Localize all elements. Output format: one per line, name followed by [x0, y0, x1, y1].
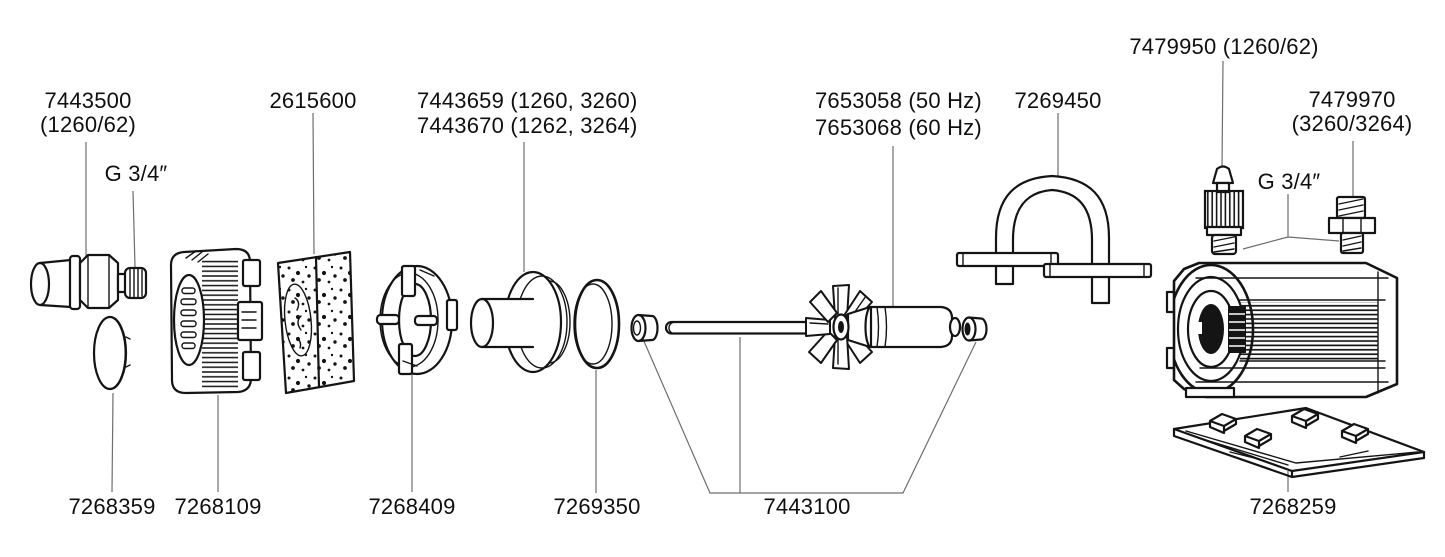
- leader-shaft-set: [642, 337, 977, 494]
- label-pump-chamber-2: 7443670 (1262, 3264): [417, 113, 638, 138]
- leader-lines: [85, 60, 1354, 494]
- labels: 7443500 (1260/62) G 3/4″ 2615600 7443659…: [40, 34, 1412, 519]
- label-hose-connector-variant: (1260/62): [40, 112, 136, 137]
- base-plate-clip: [1340, 422, 1370, 445]
- part-adapter-top: [1203, 165, 1245, 256]
- label-clamp: 7269450: [1014, 88, 1101, 113]
- part-o-ring: [573, 278, 621, 370]
- part-clamp: [955, 174, 1153, 305]
- label-shaft-set: 7443100: [763, 494, 850, 519]
- part-seal-disc: [92, 315, 131, 391]
- base-plate-clip: [1208, 412, 1238, 435]
- part-adapter-right: [1327, 195, 1377, 255]
- label-base-plate: 7268259: [1249, 494, 1336, 519]
- label-impeller-2: 7653068 (60 Hz): [815, 115, 982, 140]
- part-base-plate: [1172, 406, 1426, 479]
- part-impeller-rotor: [805, 284, 988, 370]
- part-shaft-set: [630, 313, 820, 343]
- part-pump-cover: [169, 247, 264, 395]
- leader-thread-right: [1242, 194, 1340, 250]
- label-foam-insert: 2615600: [269, 88, 356, 113]
- label-impeller-1: 7653058 (50 Hz): [815, 88, 982, 113]
- label-o-ring: 7269350: [553, 494, 640, 519]
- label-adapter-right-1: 7479970: [1308, 87, 1395, 112]
- label-pump-cover: 7268109: [174, 494, 261, 519]
- base-plate-clip: [1290, 407, 1320, 430]
- leader-adapter-top: [1221, 60, 1224, 169]
- label-adapter-right-2: (3260/3264): [1292, 111, 1413, 136]
- label-pump-chamber-1: 7443659 (1260, 3260): [417, 88, 638, 113]
- part-pump-body: [1165, 261, 1399, 399]
- leader-thread-left: [132, 190, 136, 268]
- label-thread-size-left: G 3/4″: [105, 161, 168, 186]
- part-impeller-cover: [375, 264, 459, 376]
- label-impeller-cover: 7268409: [368, 494, 455, 519]
- part-foam-insert: [276, 250, 356, 395]
- label-thread-size-right: G 3/4″: [1258, 169, 1321, 194]
- part-pump-chamber: [469, 270, 571, 374]
- label-adapter-top: 7479950 (1260/62): [1129, 34, 1318, 59]
- label-seal-disc: 7268359: [68, 494, 155, 519]
- leader-foam: [312, 112, 315, 255]
- base-plate-clip: [1243, 427, 1273, 450]
- label-hose-connector: 7443500: [44, 88, 131, 113]
- leader-seal-disc: [111, 392, 114, 493]
- part-hose-connector: [29, 253, 148, 311]
